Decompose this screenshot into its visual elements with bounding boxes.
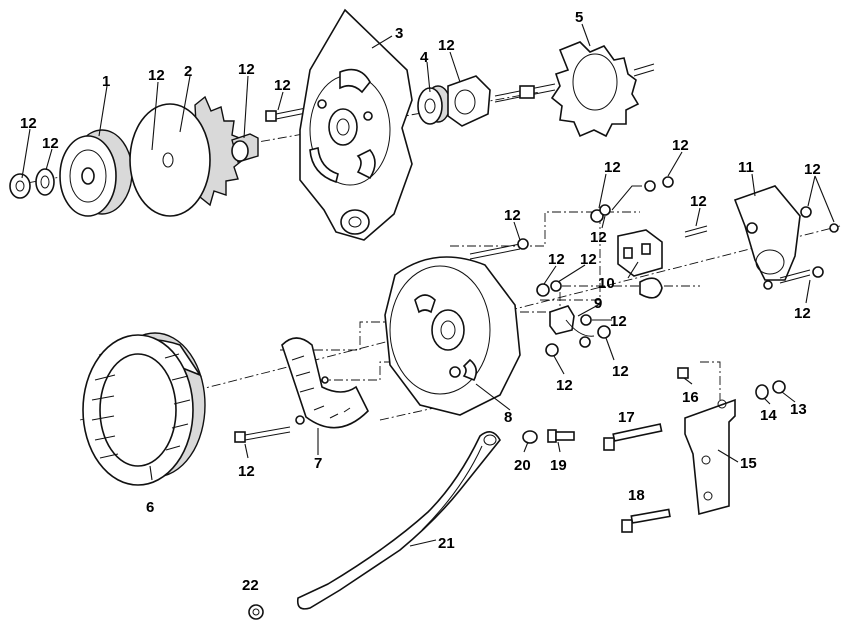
bracket-washer-14 (755, 384, 769, 400)
callout-21: 21 (438, 535, 455, 552)
fastener-set-12 (469, 176, 839, 357)
callout-12-nut-i: 12 (556, 377, 573, 394)
callout-labels: 1 2 3 4 5 6 7 8 9 10 11 13 14 15 16 17 1… (20, 9, 821, 594)
callout-12-washer-inner: 12 (42, 135, 59, 152)
washer-left-outer (9, 173, 31, 199)
bracket-nut (248, 604, 264, 620)
pulley (59, 129, 133, 217)
callout-19: 19 (550, 457, 567, 474)
front-bearing (417, 85, 451, 125)
rear-cover (733, 185, 801, 290)
callout-12-sleeve: 12 (238, 61, 255, 78)
callout-12-cover-bolt: 12 (794, 305, 811, 322)
drive-end-housing (299, 8, 413, 241)
long-bolt-17 (603, 423, 663, 451)
callout-12-nut-e: 12 (548, 251, 565, 268)
bracket-bolt (547, 429, 575, 443)
callout-6: 6 (146, 499, 154, 516)
callout-22: 22 (242, 577, 259, 594)
callout-2: 2 (184, 63, 192, 80)
rectifier-bridge (281, 337, 369, 429)
through-bolt-lower (234, 426, 291, 443)
callout-11: 11 (738, 159, 754, 176)
slip-ring-end-housing (384, 256, 521, 416)
callout-12-long-bolt: 12 (504, 207, 521, 224)
cooling-fan (129, 95, 246, 217)
callout-12-nut-c: 12 (590, 229, 607, 246)
callout-3: 3 (395, 25, 403, 42)
callout-17: 17 (618, 409, 635, 426)
callout-12-nut-g: 12 (610, 313, 627, 330)
bracket-nut-13 (772, 380, 786, 394)
suppression-capacitor (549, 305, 595, 337)
callout-12-bushing: 12 (148, 67, 165, 84)
callout-5: 5 (575, 9, 583, 26)
callout-12-nut-f: 12 (580, 251, 597, 268)
callout-1: 1 (102, 73, 110, 90)
mounting-bracket (684, 398, 736, 516)
callout-18: 18 (628, 487, 645, 504)
callout-12-washer-outer: 12 (20, 115, 37, 132)
bearing-retainer-plate (447, 75, 491, 127)
callout-12-nut-h: 12 (612, 363, 629, 380)
callout-12-retainer: 12 (438, 37, 455, 54)
callout-7: 7 (314, 455, 322, 472)
callout-leaders (21, 23, 835, 547)
bracket-stud (677, 367, 689, 379)
callout-10: 10 (598, 275, 615, 292)
rotor (494, 41, 655, 138)
callout-16: 16 (682, 389, 699, 406)
callout-9: 9 (594, 295, 602, 312)
callout-4: 4 (420, 49, 429, 66)
callout-13: 13 (790, 401, 807, 418)
callout-12-lower-bolt: 12 (238, 463, 255, 480)
callout-15: 15 (740, 455, 757, 472)
bracket-washer (522, 430, 538, 444)
callout-20: 20 (514, 457, 531, 474)
voltage-regulator (617, 229, 663, 299)
callout-12-cover-screw: 12 (804, 161, 821, 178)
stator (82, 332, 206, 486)
spacer-sleeve (231, 133, 259, 163)
callout-12-nut-a: 12 (604, 159, 621, 176)
long-bolt-18 (621, 508, 671, 533)
callout-12-bolt: 12 (274, 77, 291, 94)
callout-12-screw-d: 12 (690, 193, 707, 210)
washer-left-inner (35, 168, 55, 196)
callout-8: 8 (504, 409, 512, 426)
callout-12-nut-b: 12 (672, 137, 689, 154)
callout-14: 14 (760, 407, 777, 424)
adjusting-bracket (296, 431, 501, 610)
